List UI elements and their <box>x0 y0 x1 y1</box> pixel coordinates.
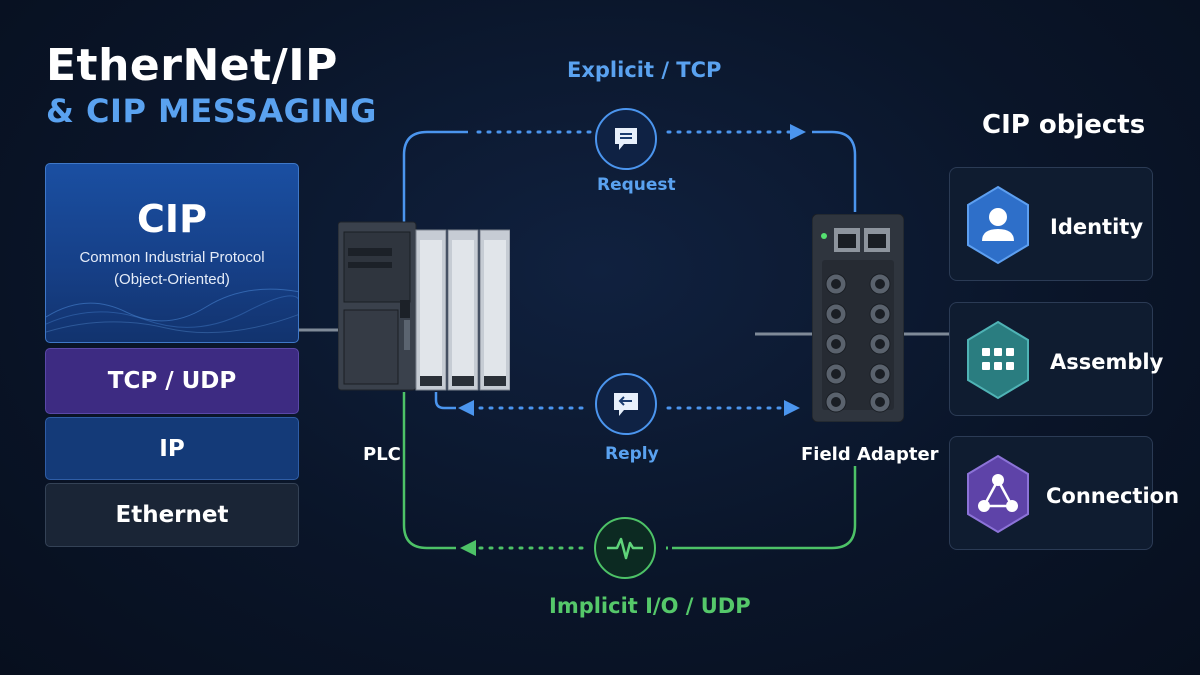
request-circle <box>595 108 657 170</box>
reply-label: Reply <box>605 444 659 464</box>
grid-icon <box>967 320 1029 400</box>
cip-objects-heading: CIP objects <box>982 110 1146 140</box>
implicit-label: Implicit I/O / UDP <box>549 594 751 618</box>
network-icon <box>967 454 1029 534</box>
page-title: EtherNet/IP <box>46 40 338 91</box>
cip-title: CIP <box>137 197 207 241</box>
ip-layer: IP <box>45 417 299 480</box>
tcp-udp-layer: TCP / UDP <box>45 348 299 414</box>
ethernet-label: Ethernet <box>115 502 229 528</box>
cip-description-line2: (Object-Oriented) <box>114 271 230 288</box>
implicit-circle <box>594 517 656 579</box>
request-arrowhead <box>790 124 806 140</box>
reply-line <box>434 392 456 410</box>
implicit-line-left <box>402 392 456 550</box>
object-card-identity: Identity <box>949 167 1153 281</box>
explicit-label: Explicit / TCP <box>567 58 722 82</box>
ip-label: IP <box>159 435 185 462</box>
cip-layer: CIP Common Industrial Protocol (Object-O… <box>45 163 299 343</box>
user-icon <box>967 185 1029 265</box>
cip-description-line1: Common Industrial Protocol <box>79 249 265 266</box>
object-label-connection: Connection <box>1046 484 1180 508</box>
pulse-icon <box>607 537 643 560</box>
reply-arrow-icon <box>614 393 638 416</box>
implicit-arrowhead <box>460 540 476 556</box>
request-label: Request <box>597 175 676 195</box>
request-line-right <box>812 130 857 212</box>
object-label-identity: Identity <box>1050 215 1144 239</box>
ethernet-layer: Ethernet <box>45 483 299 547</box>
reply-arrowhead-right <box>784 400 800 416</box>
tcp-udp-label: TCP / UDP <box>107 368 237 394</box>
cip-description: Common Industrial Protocol (Object-Orien… <box>79 247 264 291</box>
plc-device-icon <box>338 221 510 391</box>
object-label-assembly: Assembly <box>1050 350 1164 374</box>
page-subtitle: & CIP MESSAGING <box>46 92 377 130</box>
reply-arrowhead-left <box>458 400 474 416</box>
object-card-connection: Connection <box>949 436 1179 550</box>
field-adapter-icon <box>812 214 904 422</box>
plc-label: PLC <box>363 444 401 465</box>
object-card-assembly: Assembly <box>949 302 1163 416</box>
request-line <box>402 130 468 222</box>
wave-decoration <box>46 288 298 334</box>
field-adapter-label: Field Adapter <box>801 444 939 465</box>
implicit-line <box>672 466 857 550</box>
reply-circle <box>595 373 657 435</box>
chat-bubble-icon <box>615 128 637 150</box>
